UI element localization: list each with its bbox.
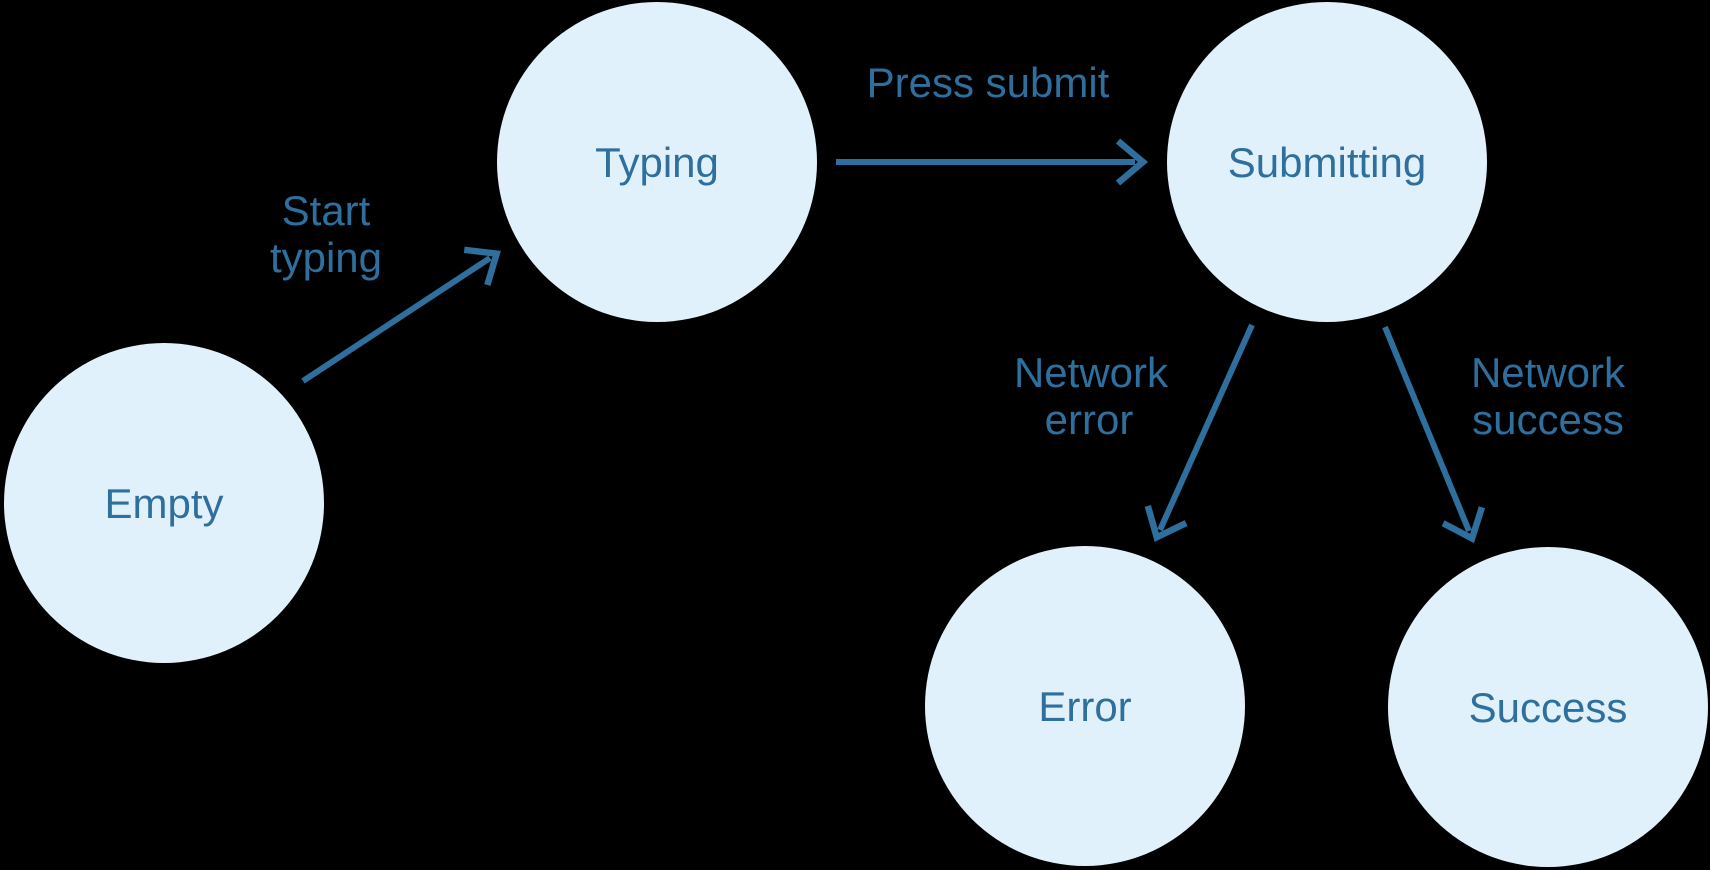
state-circle-typing bbox=[497, 2, 817, 322]
transition-network-success: Network success bbox=[1382, 325, 1626, 544]
state-label-success: Success bbox=[1469, 684, 1628, 731]
state-node-success: Success bbox=[1388, 547, 1708, 867]
state-label-error: Error bbox=[1038, 683, 1131, 730]
state-label-typing: Typing bbox=[595, 139, 719, 186]
transition-label-network-success-line1: Network bbox=[1471, 349, 1626, 396]
state-node-error: Error bbox=[925, 546, 1245, 866]
transition-arrow-start-typing bbox=[301, 246, 501, 384]
state-circle-submitting bbox=[1167, 2, 1487, 322]
state-circle-error bbox=[925, 546, 1245, 866]
state-node-empty: Empty bbox=[4, 343, 324, 663]
state-circle-empty bbox=[4, 343, 324, 663]
transition-start-typing: Start typing bbox=[270, 187, 501, 384]
transition-label-press-submit: Press submit bbox=[867, 59, 1110, 106]
transition-network-error: Network error bbox=[1014, 323, 1255, 542]
state-label-submitting: Submitting bbox=[1228, 139, 1426, 186]
state-node-submitting: Submitting bbox=[1167, 2, 1487, 322]
state-node-typing: Typing bbox=[497, 2, 817, 322]
state-label-empty: Empty bbox=[104, 480, 223, 527]
transition-arrow-network-error bbox=[1144, 323, 1255, 542]
transition-arrow-network-success bbox=[1382, 325, 1486, 544]
transition-label-network-error-line2: error bbox=[1045, 396, 1134, 443]
transition-label-start-typing-line1: Start bbox=[282, 187, 371, 234]
transition-label-network-success-line2: success bbox=[1472, 396, 1624, 443]
transition-label-network-error-line1: Network bbox=[1014, 349, 1169, 396]
state-circle-success bbox=[1388, 547, 1708, 867]
transition-label-start-typing-line2: typing bbox=[270, 234, 382, 281]
transition-press-submit: Press submit bbox=[836, 59, 1149, 186]
